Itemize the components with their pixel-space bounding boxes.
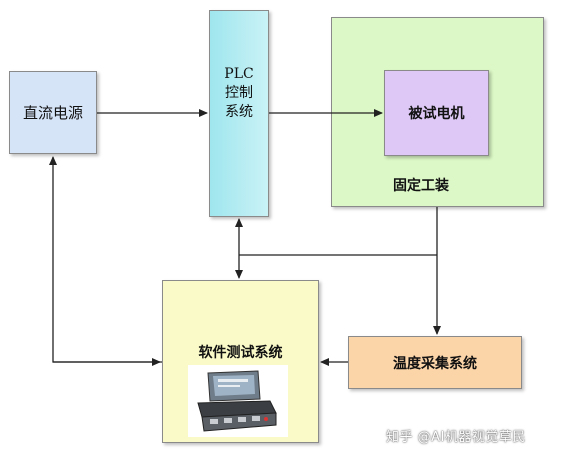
watermark: 知乎 @AI机器视觉草民 [386,430,526,445]
plc-label-line-1: PLC [224,66,254,82]
plc-box: PLC 控制 系统 [209,10,269,217]
temperature-label: 温度采集系统 [393,355,477,372]
plc-label-line-3: 系统 [225,104,253,120]
motor-box: 被试电机 [384,70,489,156]
plc-label-line-2: 控制 [225,85,253,101]
dc-power-box: 直流电源 [9,71,97,154]
software-test-label: 软件测试系统 [198,345,283,361]
arrow-software-to-power [49,156,162,363]
motor-label: 被试电机 [408,106,465,122]
temperature-box: 温度采集系统 [348,336,522,389]
test-equipment-image [188,365,288,437]
dc-power-label: 直流电源 [22,104,83,122]
fixture-label: 固定工装 [393,178,449,194]
